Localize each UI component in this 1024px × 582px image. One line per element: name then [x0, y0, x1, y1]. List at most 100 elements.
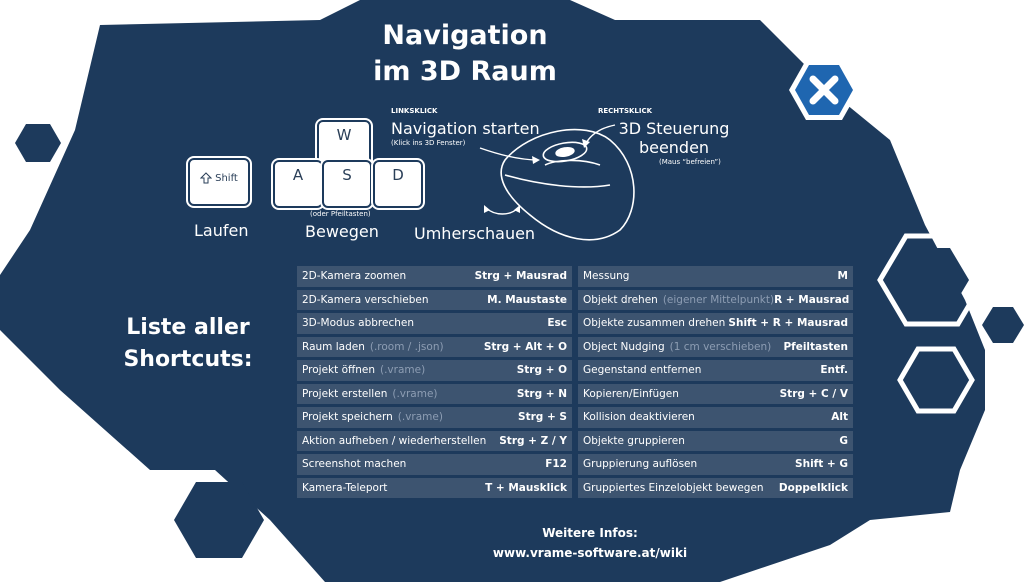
shortcut-action-label: Gruppierung auflösen	[583, 458, 698, 471]
shortcut-hint: (eigener Mittelpunkt)	[662, 293, 775, 306]
shortcut-action: 2D-Kamera verschieben	[302, 294, 429, 306]
hexagon-decoration-right	[898, 248, 969, 312]
shortcut-key: M. Maustaste	[487, 293, 567, 306]
shortcut-key: Alt	[831, 411, 848, 424]
s-key-label: S	[342, 166, 352, 184]
shortcut-hint: (.vrame)	[397, 411, 443, 424]
shortcut-key: Strg + Z / Y	[499, 434, 567, 447]
footer-link[interactable]: www.vrame-software.at/wiki	[492, 546, 688, 560]
shortcut-cell-left: 2D-Kamera zoomen Strg + Mausrad	[297, 266, 572, 287]
shortcut-cell-right: Object Nudging(1 cm verschieben) Pfeiltas…	[578, 336, 853, 357]
arrowhead-rechtsklick	[582, 139, 590, 148]
shortcut-cell-right: Objekt drehen (eigener Mittelpunkt)R + Ma…	[578, 289, 853, 310]
shortcut-action: 2D-Kamera zoomen	[302, 270, 406, 282]
shortcut-action: Kamera-Teleport	[302, 482, 387, 494]
shortcut-hint: (.vrame)	[392, 387, 438, 400]
shortcut-action-label: Object Nudging	[583, 340, 665, 353]
rotate-arrowhead-right	[514, 205, 520, 213]
shortcut-action-label: 2D-Kamera zoomen	[302, 270, 407, 283]
shortcut-cell-left: Projekt speichern(.vrame) Strg + S	[297, 407, 572, 428]
shortcut-cell-left: Projekt erstellen (.vrame) Strg + N	[297, 383, 572, 404]
shortcut-action-label: Objekt drehen	[583, 293, 658, 306]
hexagon-decoration-left	[15, 124, 61, 162]
footer-info: Weitere Infos: www.vrame-software.at/wik…	[440, 523, 740, 563]
shortcut-action-label: Objekte gruppieren	[583, 434, 685, 447]
shortcut-action: Aktion aufheben / wiederherstellen	[302, 435, 486, 447]
shortcut-cell-right: Gegenstand entfernen Entf.	[578, 360, 853, 381]
shortcut-action-label: Objekte zusammen drehen	[583, 317, 726, 330]
shortcut-action-label: Kopieren/Einfügen	[583, 387, 679, 400]
hexagon-outline-right-top	[877, 233, 987, 327]
shortcut-action-label: 3D-Modus abbrechen	[302, 317, 415, 330]
shortcut-action: Screenshot machen	[302, 458, 406, 470]
shortcut-action: 3D-Modus abbrechen	[302, 317, 414, 329]
hexagon-outline-right-mid	[897, 346, 975, 414]
title-line-1: Navigation	[382, 20, 548, 51]
rotate-arrowhead-left	[484, 205, 490, 213]
shortcut-action: Gruppierung auflösen	[583, 458, 697, 470]
label-umherschauen: Umherschauen	[414, 224, 536, 243]
shortcut-cell-left: Projekt öffnen(.vrame) Strg + O	[297, 360, 572, 381]
shortcut-key: Strg + S	[518, 411, 567, 424]
shortcut-cell-right: Gruppiertes Einzelobjekt bewegen Doppelkl…	[578, 477, 853, 498]
label-3d-steuerung-beenden: 3D Steuerung beenden	[614, 119, 734, 157]
shortcut-cell-left: Raum laden(.room / .json)Strg + Alt + O	[297, 336, 572, 357]
page-title: Navigation im 3D Raum	[300, 18, 630, 90]
shortcut-action-label: Kamera-Teleport	[302, 481, 388, 494]
shortcut-key: Pfeiltasten	[783, 340, 848, 353]
a-key-label: A	[292, 166, 304, 184]
shortcut-row: Aktion aufheben / wiederherstellen Strg +…	[297, 430, 853, 451]
label-3d-steuerung-line-2: beenden	[638, 138, 710, 157]
shortcut-key: Entf.	[820, 364, 848, 377]
shortcut-key: Strg + C / V	[779, 387, 848, 400]
shortcut-action-label: Messung	[583, 270, 630, 283]
shortcut-row: Projekt öffnen(.vrame) Strg + O Gegenstand…	[297, 360, 853, 381]
shortcut-hint: (.vrame)	[380, 364, 426, 377]
close-x-icon	[789, 60, 859, 120]
shortcut-cell-right: Kollision deaktivieren Alt	[578, 407, 853, 428]
shortcuts-heading-line-2: Shortcuts:	[123, 347, 253, 372]
label-maus-hint: (Maus “befreien”)	[659, 158, 721, 166]
shortcut-key: M	[837, 270, 848, 283]
shortcut-row: 2D-Kamera verschieben M. Maustaste Objekt …	[297, 289, 853, 310]
shortcut-action-label: Gruppiertes Einzelobjekt bewegen	[583, 481, 764, 494]
shortcuts-heading-line-1: Liste aller	[126, 315, 250, 340]
shortcut-key: Strg + Mausrad	[474, 270, 567, 283]
shortcut-action: Object Nudging(1 cm verschieben)	[583, 341, 771, 353]
shortcut-action-label: Kollision deaktivieren	[583, 411, 695, 424]
shortcut-row: Raum laden(.room / .json)Strg + Alt + O O…	[297, 336, 853, 357]
shortcut-key: Strg + N	[516, 387, 567, 400]
shortcut-key: Strg + O	[516, 364, 567, 377]
shortcut-action: Projekt speichern(.vrame)	[302, 411, 443, 423]
shortcut-action: Projekt öffnen(.vrame)	[302, 364, 425, 376]
shortcut-action-label: Gegenstand entfernen	[583, 364, 702, 377]
close-button[interactable]	[787, 53, 861, 127]
shortcut-cell-right: Kopieren/Einfügen Strg + C / V	[578, 383, 853, 404]
shortcut-action: Kollision deaktivieren	[583, 411, 695, 423]
shift-key-label: Shift	[215, 172, 238, 184]
shortcut-row: 2D-Kamera zoomen Strg + Mausrad Messung M	[297, 266, 853, 287]
shortcut-cell-right: Messung M	[578, 266, 853, 287]
shortcut-action-label: 2D-Kamera verschieben	[302, 293, 429, 306]
shortcut-action: Objekte zusammen drehen	[583, 317, 725, 329]
shortcut-key: R + Mausrad	[774, 293, 850, 306]
shortcut-key: Shift + R + Mausrad	[728, 317, 848, 330]
d-key: D	[373, 160, 423, 208]
shortcut-key: Doppelklick	[778, 481, 848, 494]
label-rechtsklick: RECHTSKLICK	[598, 107, 653, 115]
arrowhead-linksklick	[532, 156, 540, 164]
shortcut-action-label: Projekt erstellen	[302, 387, 388, 400]
shortcut-action: Objekt drehen (eigener Mittelpunkt)	[583, 294, 774, 306]
d-key-label: D	[392, 166, 404, 184]
title-line-2: im 3D Raum	[373, 56, 557, 87]
shortcut-action: Messung	[583, 270, 629, 282]
